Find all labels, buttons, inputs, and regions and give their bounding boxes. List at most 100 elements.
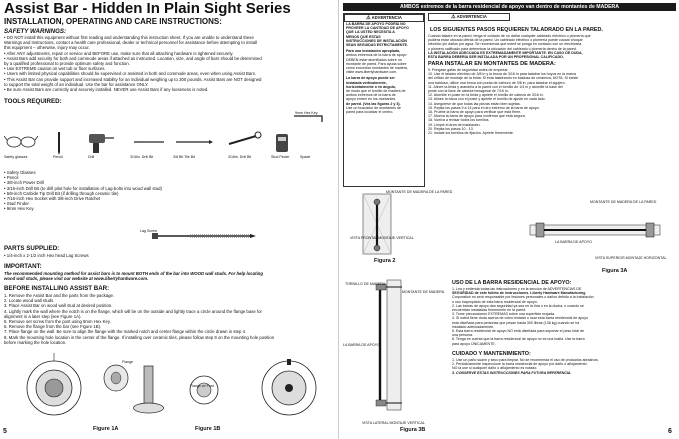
tool-item: • 3/8-inch Power Drill xyxy=(4,180,44,186)
important-line: wood wall studs, please visit our websit… xyxy=(4,276,149,281)
warning-line: DEBEN estar atornillados sobre un xyxy=(346,57,402,62)
page-number: 6 xyxy=(668,428,672,435)
warning-triangle-icon: ⚠ xyxy=(451,14,456,20)
use-line: 6. Tenga en cuenta que la barra residenc… xyxy=(452,337,585,342)
care-line: 3. CONSERVE ESTAS INSTRUCCIONES PARA FUT… xyxy=(452,370,572,375)
care-line: 2. Periódicamente inspeccione la barra r… xyxy=(452,362,588,367)
safety-line: • After ANY adjustments, repair or servi… xyxy=(4,50,234,56)
warning-line: PROVEER LA CANTIDAD DE APOYO xyxy=(346,26,409,31)
install-step: 18. Vuelva a revisar todos los tornillos… xyxy=(428,118,490,123)
care-heading: CUIDADO Y MANTENIMIENTO: xyxy=(452,351,531,357)
use-list: 1. Lea y entienda todas las instruccione… xyxy=(452,287,594,346)
flange-icon xyxy=(103,364,129,392)
page-title: Assist Bar - Hidden In Plain Sight Serie… xyxy=(4,0,291,17)
warning-line: QUE LA USTED NECESITA A xyxy=(346,30,395,35)
safety-line: • Users with limited physical capabiliti… xyxy=(4,71,257,77)
warning-line: MENOS QUE ESTAS xyxy=(346,34,381,39)
warning-line: ambos extremos de la barra de xyxy=(346,93,396,98)
tools-illustration xyxy=(4,115,323,155)
use-line: o uso inapropiado de esta barra residenc… xyxy=(452,299,538,304)
drill-icon xyxy=(89,134,114,153)
install-step: 10. Use el taladro eléctrico de 3/8 in y… xyxy=(428,72,577,77)
figure-3b-label: Figura 3B xyxy=(400,427,426,433)
warning-label: ADVERTENCIA xyxy=(456,14,487,19)
use-line: una persona. xyxy=(452,333,473,338)
use-line: 3. Tome precauciones EXTREMAS sobre una … xyxy=(452,312,556,317)
fig3b-stud-label: MONTANTE DE MADERA xyxy=(402,290,445,294)
warning-line: de modo que el tornillo de madera de xyxy=(346,89,406,94)
fig3a-view-label: VISTA SUPERIOR MONTAJE HORIZONTAL xyxy=(595,256,667,260)
pencil-icon xyxy=(58,132,60,155)
tool-label: 3/16in. Drill Bit xyxy=(130,155,154,159)
figure-3b-illustration xyxy=(375,279,402,411)
flange-outline-icon xyxy=(26,353,82,416)
warning-line: INSTRUCCIONES DE INSTALACIÓN xyxy=(346,38,408,43)
use-line: instalado adecuadamente. xyxy=(452,324,495,329)
install-step: 11. Alinee la brida y arandela a la pare… xyxy=(428,84,563,89)
use-line: para apoyo ÚNICAMENTE. xyxy=(452,341,496,346)
use-line: 5. Esta barra residencial de apoyo NO es… xyxy=(452,329,585,334)
use-line: 4. Si usted tiene duda acerca de cómo in… xyxy=(452,316,589,321)
fig3a-bar-label: LA BARRA DE APOYO xyxy=(555,240,592,244)
before-list: 1. Remove the Assist Bar and the parts f… xyxy=(4,293,274,345)
warning-box xyxy=(343,13,425,187)
use-line: encuentran instaladas firmemente en la p… xyxy=(452,308,527,313)
tool-item: • 9mm Hex Key xyxy=(4,206,34,212)
page-subtitle: INSTALLATION, OPERATING AND CARE INSTRUC… xyxy=(4,17,222,26)
safety-glasses-icon xyxy=(4,135,39,148)
before-step: alignment in a later step (see Figure 1A… xyxy=(4,313,82,319)
care-list: 1. Use un paño suave y seco para limpiar… xyxy=(452,358,599,375)
safety-line: this equipment – otherwise, injury may o… xyxy=(4,45,90,51)
safety-line: Warnings and Instructions, contact a hea… xyxy=(4,40,258,46)
safety-line: • Assist Bars add security for both and … xyxy=(4,55,262,61)
safety-line: • This Assist Bar can provide support an… xyxy=(4,76,262,82)
fig2-wall-label: MONTANTE DE MADERA DE LA PARED xyxy=(386,190,453,194)
fig2-view-label: VISTA FRONTAL MONTAJE VERTICAL xyxy=(350,236,414,240)
fig3b-bar-label: LA BARRA DE APOYO xyxy=(343,343,380,347)
tool-label: Safety glasses xyxy=(4,155,28,159)
tool-item: • Pencil xyxy=(4,175,19,181)
flange-ring-icon xyxy=(189,375,219,405)
warning-line: de pared. (Vea las figuras 2 y 3). xyxy=(346,101,401,106)
install-list: 9. Póngase gafas de seguridad antes de e… xyxy=(428,68,578,135)
intro-line: LA INSTALACIÓN ADECUADA ES EXTREMADAMENT… xyxy=(428,50,583,55)
safety-heading: SAFETY WARNINGS: xyxy=(4,28,67,35)
tool-label: Drill xyxy=(88,155,95,159)
parts-heading: PARTS SUPPLIED: xyxy=(4,245,60,252)
tool-label: Stud Finder xyxy=(271,155,290,159)
warning-line: pared para localizar el centro. xyxy=(346,110,394,115)
figure-2-illustration xyxy=(362,193,392,255)
warning-line: LA BARRA DE APOYO PODRÍA NO xyxy=(346,22,406,26)
figure-1-illustrations xyxy=(26,353,317,416)
intro-line: pudiera estar ubicado detrás de la pared… xyxy=(428,38,583,43)
install-step: 20. Repita los pasos 10 - 13. xyxy=(428,126,474,131)
safety-line: • DO NOT install this equipment without … xyxy=(4,35,254,40)
tool-label: 9mm Hex Key xyxy=(295,111,318,115)
tools-heading: TOOLS REQUIRED: xyxy=(4,98,62,105)
flange-post-label: Flange w/ Post xyxy=(190,384,214,388)
safety-line: • Be sure Assist Bars are correctly and … xyxy=(4,87,209,93)
before-step: 3. Place Assist Bar on wood wall stud at… xyxy=(4,303,113,309)
before-step: 7. Place flange on the wall. Be sure to … xyxy=(4,329,247,335)
install-step: 12. Atornille el poste en la brida y apr… xyxy=(428,93,544,98)
warning-line: La barra de apoyo puede ser xyxy=(346,76,395,81)
figure-3a-illustration xyxy=(529,222,661,238)
tool-label: Spade xyxy=(300,155,311,159)
safety-line: • Use EXTREME caution on wet tub or floo… xyxy=(4,66,106,72)
install-heading: PARA INSTALAR EN MONTANTES DE MADERA: xyxy=(428,61,556,67)
warning-line: horizontalmente o en ángulo, xyxy=(346,84,396,89)
install-step: 15. Repita los pasos 9 a 14 para el otro… xyxy=(428,105,540,110)
important-line: The recommended mounting method for assi… xyxy=(4,271,264,276)
tool-item: • 5/8-inch Carbide Tip Drill Bit (if dri… xyxy=(4,190,119,196)
safety-list: • DO NOT install this equipment without … xyxy=(4,35,262,92)
page-number: 5 xyxy=(3,428,7,435)
intro-line: eléctrico y/o daños por agua. Se recomie… xyxy=(428,42,582,47)
figure-1a-label: Figure 1A xyxy=(93,426,119,432)
before-step: 6. Remove the flange from the bar (see F… xyxy=(4,324,102,330)
use-line: esta diseñada para personas que pesan ha… xyxy=(452,320,580,325)
install-step: poste con la llave de cabeza hexagonal d… xyxy=(428,89,509,94)
tool-label: 3/8 Bit Tile Bit xyxy=(173,155,195,159)
before-step: 8. Mark the mounting hole location in th… xyxy=(4,334,275,340)
before-step: 5. Remove set screw from the post using … xyxy=(4,319,111,325)
use-line: 1. Lea y entienda todas las instruccione… xyxy=(452,287,582,291)
